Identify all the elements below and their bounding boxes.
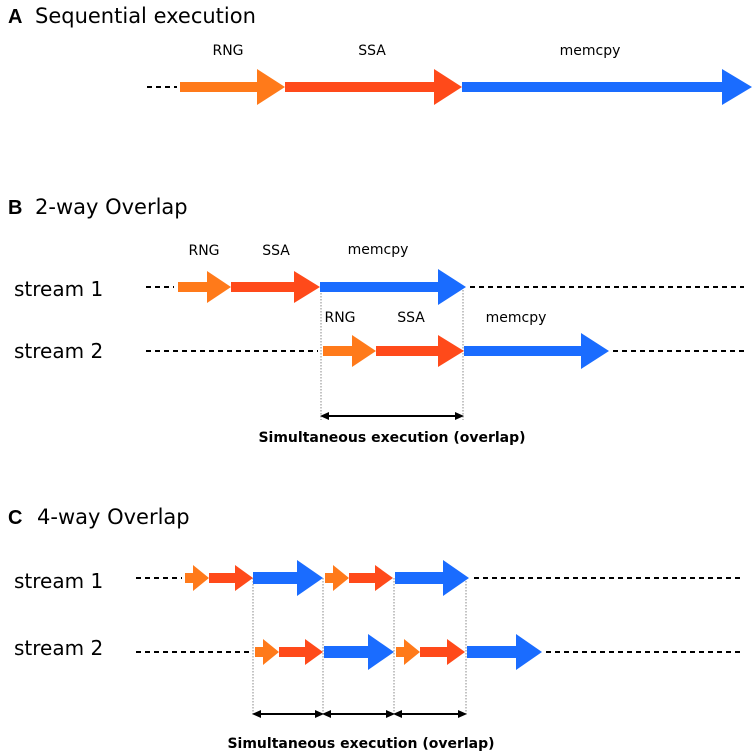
b-s2-memcpy-label: memcpy — [486, 310, 547, 326]
a-ssa-label: SSA — [358, 43, 386, 59]
a-memcpy-arrow — [462, 69, 752, 105]
a-ssa-arrow — [285, 69, 462, 105]
c-s2-rng-arrow-2 — [396, 639, 420, 665]
section-b-letter: B — [8, 197, 22, 219]
b-s1-rng-label: RNG — [188, 243, 219, 259]
b-s1-memcpy-label: memcpy — [348, 242, 409, 258]
b-s2-ssa-label: SSA — [397, 310, 425, 326]
c-s1-ssa-arrow-2 — [349, 565, 393, 591]
b-s2-rng-arrow — [323, 335, 376, 367]
c-s1-rng-arrow-1 — [185, 565, 209, 591]
a-rng-arrow — [180, 69, 285, 105]
b-s2-memcpy-arrow — [464, 333, 609, 369]
b-s2-ssa-arrow — [376, 335, 464, 367]
a-rng-label: RNG — [212, 43, 243, 59]
section-a-title: Sequential execution — [35, 4, 256, 28]
b-s1-memcpy-arrow — [320, 269, 466, 305]
a-memcpy-label: memcpy — [560, 43, 621, 59]
section-c-title: 4-way Overlap — [37, 505, 190, 529]
b-stream-1-label: stream 1 — [14, 277, 103, 301]
b-s2-rng-label: RNG — [324, 310, 355, 326]
b-s1-ssa-label: SSA — [262, 243, 290, 259]
c-s2-memcpy-arrow-1 — [324, 634, 394, 670]
b-stream-2-label: stream 2 — [14, 339, 103, 363]
section-b-title: 2-way Overlap — [35, 195, 188, 219]
c-s1-memcpy-arrow-1 — [253, 560, 323, 596]
c-s2-memcpy-arrow-2 — [467, 634, 542, 670]
c-s1-ssa-arrow-1 — [209, 565, 253, 591]
b-overlap-caption: Simultaneous execution (overlap) — [258, 430, 525, 446]
c-s1-rng-arrow-2 — [325, 565, 349, 591]
b-s1-rng-arrow — [178, 271, 231, 303]
c-s2-rng-arrow-1 — [255, 639, 279, 665]
section-a-letter: A — [8, 6, 22, 28]
c-overlap-caption: Simultaneous execution (overlap) — [227, 736, 494, 752]
c-s2-ssa-arrow-1 — [279, 639, 323, 665]
c-s2-ssa-arrow-2 — [420, 639, 465, 665]
c-s1-memcpy-arrow-2 — [395, 560, 469, 596]
c-stream-2-label: stream 2 — [14, 636, 103, 660]
b-s1-ssa-arrow — [231, 271, 320, 303]
section-c-letter: C — [8, 507, 22, 529]
c-stream-1-label: stream 1 — [14, 569, 103, 593]
